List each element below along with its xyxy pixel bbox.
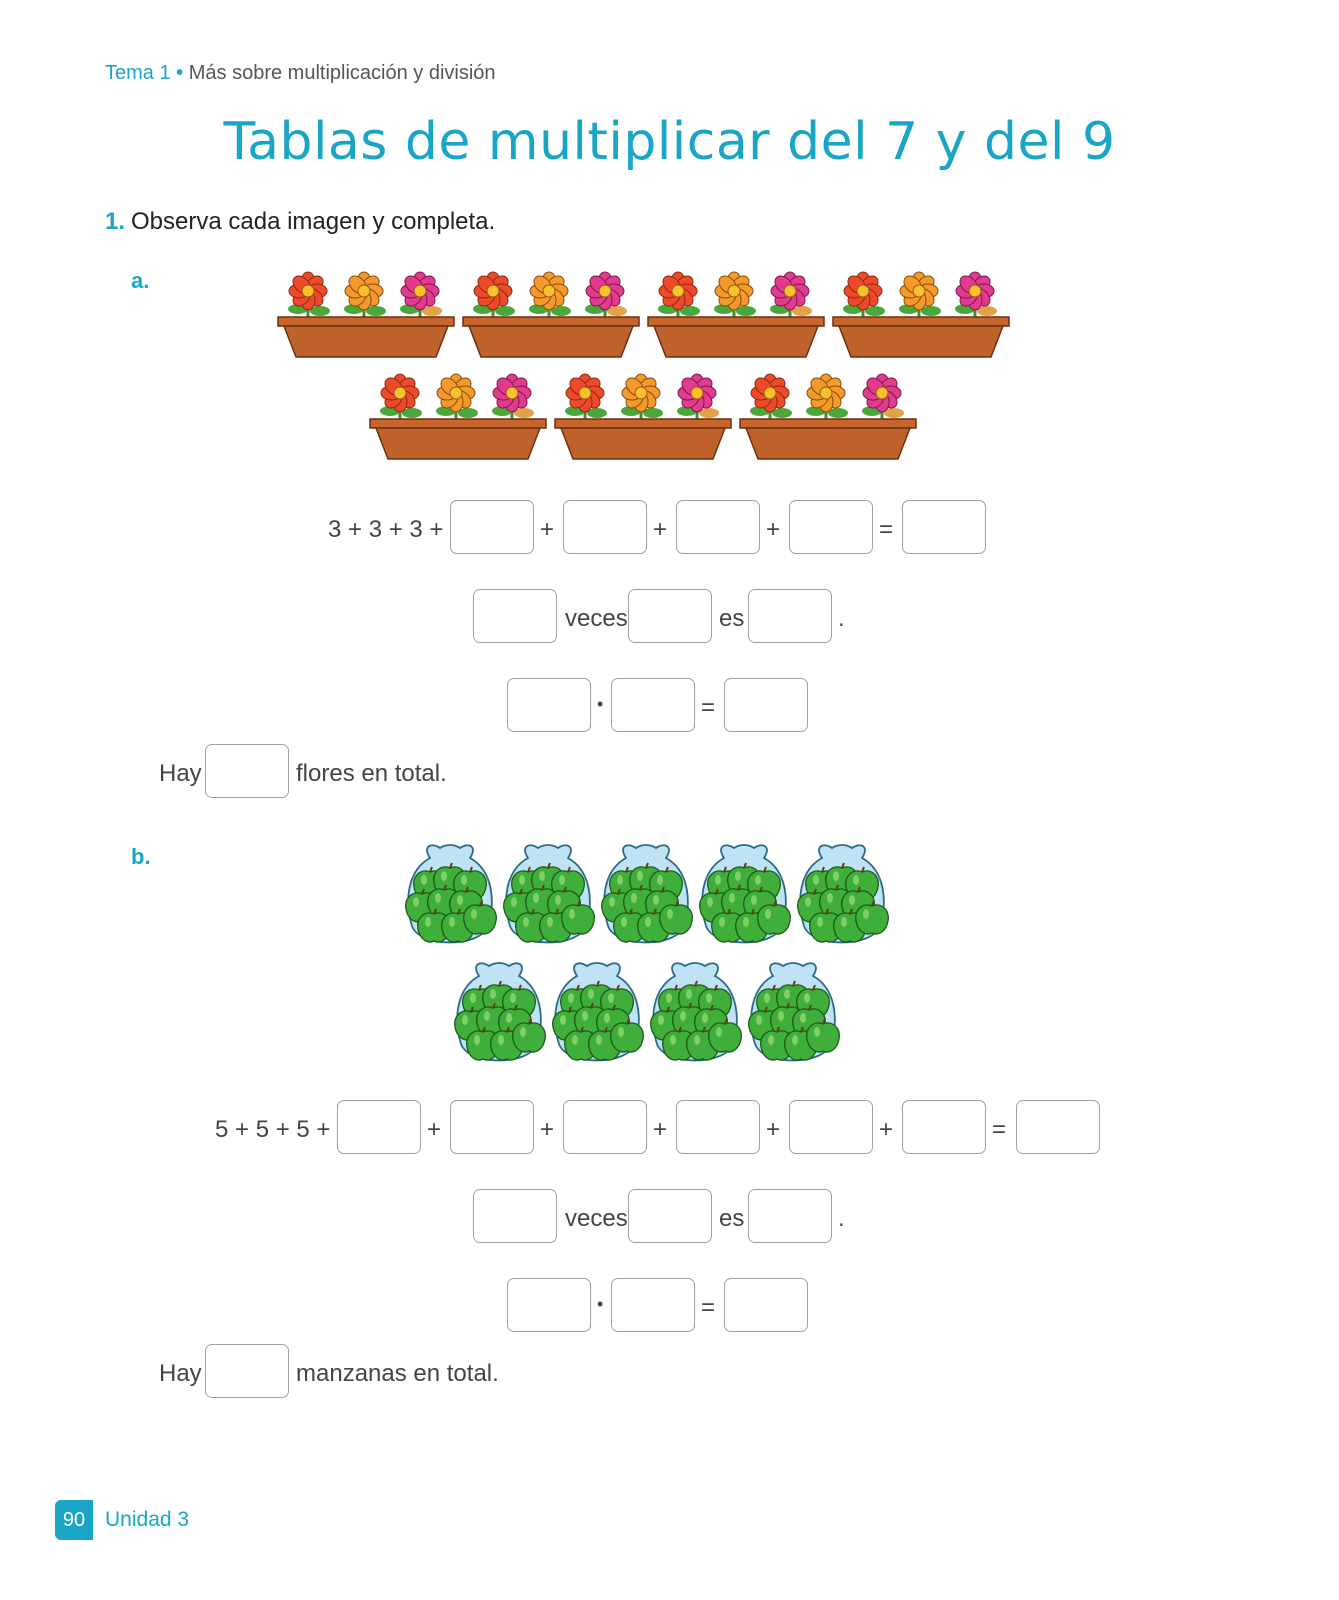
part-a-mult-box-1[interactable]	[507, 678, 591, 732]
part-b-sum-result-box[interactable]	[1016, 1100, 1100, 1154]
period: .	[838, 605, 845, 632]
part-a-mult-result-box[interactable]	[724, 678, 808, 732]
part-a-label: a.	[131, 268, 150, 293]
part-b-sum-box-6[interactable]	[902, 1100, 986, 1154]
plus-sign: +	[766, 516, 781, 543]
header-subtitle: Más sobre multiplicación y división	[188, 62, 496, 84]
part-a-sum-result-box[interactable]	[902, 500, 986, 554]
multiplication-dot: •	[597, 694, 604, 714]
hay-label: Hay	[159, 760, 202, 787]
es-label: es	[719, 1205, 745, 1232]
part-b-sum-box-2[interactable]	[450, 1100, 534, 1154]
part-b-mult-result-box[interactable]	[724, 1278, 808, 1332]
veces-label: veces	[565, 605, 628, 632]
multiplication-dot: •	[597, 1294, 604, 1314]
part-b-sum-prefix: 5 + 5 + 5 +	[215, 1116, 331, 1143]
plus-sign: +	[540, 1116, 555, 1143]
apple-bags-illustration	[395, 838, 895, 1073]
part-b-sum-box-5[interactable]	[789, 1100, 873, 1154]
part-a-sum-prefix: 3 + 3 + 3 +	[328, 516, 444, 543]
hay-label: Hay	[159, 1360, 202, 1387]
veces-label: veces	[565, 1205, 628, 1232]
header-separator: •	[176, 62, 184, 84]
theme-label: Tema 1	[105, 62, 171, 84]
plus-sign: +	[653, 516, 668, 543]
part-b-veces-box-2[interactable]	[628, 1189, 712, 1243]
part-a-sum-box-4[interactable]	[789, 500, 873, 554]
part-a-veces-box-1[interactable]	[473, 589, 557, 643]
part-a-sum-box-2[interactable]	[563, 500, 647, 554]
part-a-veces-box-2[interactable]	[628, 589, 712, 643]
period: .	[838, 1205, 845, 1232]
plus-sign: +	[540, 516, 555, 543]
equals-sign: =	[879, 516, 894, 543]
question-text: Observa cada imagen y completa.	[131, 208, 496, 235]
page-title: Tablas de multiplicar del 7 y del 9	[223, 112, 1116, 172]
part-b-veces-box-1[interactable]	[473, 1189, 557, 1243]
part-b-label: b.	[131, 844, 151, 869]
part-b-veces-result-box[interactable]	[748, 1189, 832, 1243]
plus-sign: +	[766, 1116, 781, 1143]
page-number: 90	[55, 1500, 93, 1540]
plus-sign: +	[653, 1116, 668, 1143]
question-1: 1.Observa cada imagen y completa.	[105, 208, 495, 236]
equals-sign: =	[701, 694, 716, 721]
part-a-mult-box-2[interactable]	[611, 678, 695, 732]
part-b-sum-box-3[interactable]	[563, 1100, 647, 1154]
equals-sign: =	[701, 1294, 716, 1321]
part-b-sum-box-4[interactable]	[676, 1100, 760, 1154]
part-b-mult-box-2[interactable]	[611, 1278, 695, 1332]
part-b-total-suffix: manzanas en total.	[296, 1360, 499, 1387]
plus-sign: +	[427, 1116, 442, 1143]
part-a-sum-box-3[interactable]	[676, 500, 760, 554]
plus-sign: +	[879, 1116, 894, 1143]
page-header: Tema 1 • Más sobre multiplicación y divi…	[105, 62, 496, 85]
es-label: es	[719, 605, 745, 632]
part-b-mult-box-1[interactable]	[507, 1278, 591, 1332]
part-a-total-box[interactable]	[205, 744, 289, 798]
question-number: 1.	[105, 208, 126, 235]
part-b-total-box[interactable]	[205, 1344, 289, 1398]
flower-pots-illustration	[270, 265, 1020, 470]
part-a-total-suffix: flores en total.	[296, 760, 447, 787]
part-a-sum-box-1[interactable]	[450, 500, 534, 554]
unit-label: Unidad 3	[105, 1508, 190, 1531]
part-b-sum-box-1[interactable]	[337, 1100, 421, 1154]
equals-sign: =	[992, 1116, 1007, 1143]
part-a-veces-result-box[interactable]	[748, 589, 832, 643]
